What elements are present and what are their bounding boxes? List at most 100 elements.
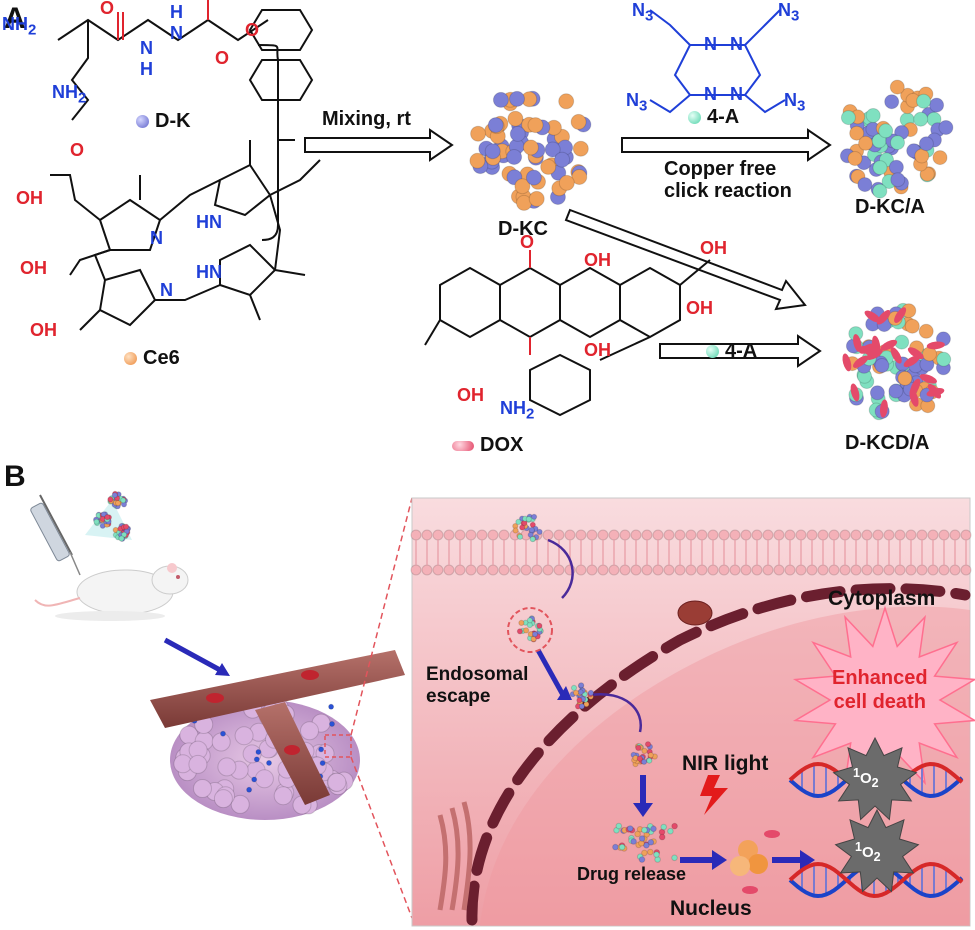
fourA-particle-icon [688,111,701,124]
mouse [34,563,189,621]
lipid-head [410,564,422,576]
drug-to-ce6-arrowhead [712,850,727,870]
dkc-label: D-KC [498,218,548,240]
dk-nh2-bottom: NH2 [52,82,87,107]
panel-a-letter: A [4,2,26,35]
dox-pill [842,353,852,372]
blood-vessel-horizontal [150,650,405,728]
lipid-head [476,529,488,541]
np-bead [878,123,894,139]
lipid-head [531,564,543,576]
np-bead [641,826,648,834]
np-bead [570,684,578,691]
lipid-head [465,564,477,576]
np-bead [857,177,873,193]
np-bead [512,527,519,534]
np-bead [671,822,678,830]
dox-oh-1: OH [584,250,611,270]
lipid-head [850,529,862,541]
zoom-line-top [350,497,413,736]
lipid-head [674,564,686,576]
click-arrow [621,128,832,162]
lipid-head [553,564,565,576]
np-bead [107,496,114,503]
np-bead [936,351,952,367]
np-bead [519,524,526,531]
lipid-head [564,529,576,541]
uptake-arrow [547,538,574,599]
lipid-head [630,529,642,541]
dox-pill [926,387,945,397]
lipid-head [608,564,620,576]
lipid-head [806,564,818,576]
np-bead [635,744,642,751]
lipid-head [872,564,884,576]
tumor-cell [273,786,293,806]
np-bead [890,172,906,188]
np-bead [888,383,904,399]
np-bead [530,635,537,643]
dox-pill [864,310,881,323]
dox-o-1: O [520,232,535,252]
np-bead [849,125,865,141]
panel-b-letter: B [4,460,26,493]
zoom-line-bottom [350,756,413,919]
np-bead [487,117,504,134]
np-bead [884,94,900,110]
np-bead [528,190,545,207]
np-bead [525,169,542,186]
ce6-hn-2: HN [196,262,222,282]
lipid-head [828,564,840,576]
np-bead [531,513,538,520]
np-bead [492,91,509,108]
np-bead [93,518,100,525]
endosome-arrowhead [557,686,572,700]
azide-bottom-left: N3 [626,90,648,115]
np-bead [646,757,653,764]
np-bead [111,492,118,499]
dox-pill [742,886,758,894]
lipid-head [487,529,499,541]
nir-light-label: NIR light [682,752,769,775]
drug-release-label: Drug release [577,864,687,884]
lipid-head [905,564,917,576]
np-bead [104,514,111,521]
dox-pill [926,341,945,350]
np-bead [253,756,260,763]
lipid-head [773,529,785,541]
azide-bottom-right: N3 [784,90,806,115]
np-bead [318,746,325,753]
dkca-nanoparticle [839,79,954,199]
dox-oh-3: OH [686,298,713,318]
dkcda-nanoparticle [842,302,952,421]
lipid-head [509,564,521,576]
np-bead [667,827,674,835]
ce6-particle-icon [124,352,137,365]
lipid-head [432,529,444,541]
np-bead [638,835,646,842]
np-bead [897,370,913,386]
np-bead [638,856,646,863]
lipid-head [674,529,686,541]
lipid-head [960,529,972,541]
np-bead [528,526,535,534]
ce6-n-1: N [150,228,163,248]
np-bead [516,628,524,635]
tumor-cell [217,757,237,777]
lipid-head [729,529,741,541]
np-bead [470,125,487,142]
np-bead [484,143,501,160]
zoom-box [324,734,352,758]
np-bead [615,822,623,830]
np-bead [526,617,534,624]
np-bead [527,117,544,134]
np-bead [647,848,654,856]
ce6-n-2: N [160,280,173,300]
bracket [257,44,279,241]
lipid-head [795,529,807,541]
ce6-structure [50,140,321,331]
np-bead [507,110,524,127]
lipid-head [619,564,631,576]
